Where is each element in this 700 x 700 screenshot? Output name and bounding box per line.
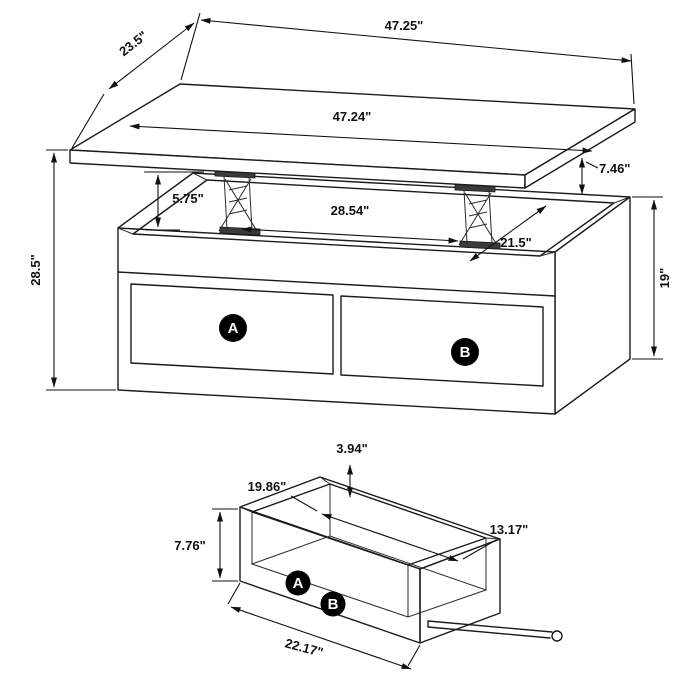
dim-top-surface-width-line <box>129 123 593 154</box>
cabinet-rim-corner-lines <box>117 172 631 257</box>
dim-interior-depth: 21.5" <box>469 205 547 262</box>
dim-top-surface-width: 47.24" <box>129 109 593 154</box>
dim-top-depth-line <box>108 22 195 90</box>
dim-front-width-line <box>230 606 412 670</box>
drawer-b-badge-label: B <box>460 344 471 361</box>
dim-top-depth-extension <box>71 93 105 149</box>
drawer-interior-floor <box>250 535 488 618</box>
dim-front-width-label: 22.17" <box>284 635 325 660</box>
drawer-view-b-badge: B <box>320 591 346 617</box>
front-divider-line <box>117 271 556 297</box>
dim-interior-length-label: 19.86" <box>248 479 287 494</box>
drawer-b-badge: B <box>451 338 479 366</box>
slide-rail-wheel <box>551 630 563 642</box>
drawer-rim-inner <box>251 483 487 566</box>
drawer-a-badge-circle <box>219 314 247 342</box>
dim-interior-width-line <box>241 226 459 244</box>
dim-interior-width-label: 28.54" <box>331 203 370 218</box>
dim-lift-gap-right-leader <box>585 161 599 169</box>
drawer-diagram: A B 3.94" 19.86" 13.17" 7.76" <box>174 441 563 670</box>
dim-front-height: 7.76" <box>174 508 238 582</box>
lift-left-hatching <box>228 185 248 215</box>
dim-interior-length: 19.86" <box>248 479 318 512</box>
dim-base-height-label: 19" <box>657 268 672 289</box>
dim-overall-width-label: 47.25" <box>385 18 424 33</box>
drawer-view-a-badge-label: A <box>293 575 304 592</box>
dim-interior-width: 28.54" <box>241 203 459 244</box>
table-diagram: A B 47.25" <box>28 12 672 415</box>
dim-front-height-ticks <box>212 508 238 582</box>
dim-lift-gap-right-label: 7.46" <box>599 161 630 176</box>
drawer-slide-rail <box>427 620 563 642</box>
drawer-a-badge: A <box>219 314 247 342</box>
lift-mechanism-left <box>214 169 261 236</box>
dim-overall-height: 28.5" <box>28 149 116 391</box>
dim-interior-depth-label: 21.5" <box>500 235 531 250</box>
lift-left-struts <box>218 178 258 232</box>
drawer-rim-corner-lines <box>239 476 501 570</box>
drawer-interior-walls <box>251 484 487 617</box>
drawer-a-badge-label: A <box>228 320 239 337</box>
interior-measure-line <box>321 513 459 562</box>
dim-overall-height-label: 28.5" <box>28 254 43 285</box>
dim-interior-width-drawer-leader <box>462 539 497 560</box>
dim-overall-width-line <box>200 17 632 64</box>
dim-lift-gap-left: 5.75" <box>144 171 204 231</box>
drawer-a-front <box>130 283 334 375</box>
dim-overall-height-extensions <box>46 149 116 391</box>
dim-top-surface-width-label: 47.24" <box>333 109 372 124</box>
cabinet-front-face <box>117 227 556 415</box>
drawer-view-a-badge-circle <box>285 570 311 596</box>
drawer-b-badge-circle <box>451 338 479 366</box>
drawer-view-a-badge: A <box>285 570 311 596</box>
dim-interior-width-drawer-label: 13.17" <box>490 522 529 537</box>
dim-interior-width-drawer: 13.17" <box>462 522 529 560</box>
dim-lift-gap-left-ticks <box>144 171 204 231</box>
dim-lift-gap-left-label: 5.75" <box>172 191 203 206</box>
slide-rail-bars <box>427 620 553 639</box>
dim-front-height-label: 7.76" <box>174 538 205 553</box>
dim-base-height-extensions <box>632 196 663 360</box>
dim-back-height: 3.94" <box>336 441 368 498</box>
drawer-b-front <box>340 295 544 387</box>
dim-base-height: 19" <box>632 196 672 360</box>
cabinet-right-face <box>554 196 631 415</box>
drawer-view-b-badge-label: B <box>328 596 339 613</box>
dim-back-height-label: 3.94" <box>336 441 367 456</box>
dim-interior-length-leader <box>290 495 318 512</box>
dim-interior-depth-line <box>469 205 547 262</box>
dim-top-depth-label: 23.5" <box>116 28 150 59</box>
dim-lift-gap-right: 7.46" <box>579 157 630 195</box>
